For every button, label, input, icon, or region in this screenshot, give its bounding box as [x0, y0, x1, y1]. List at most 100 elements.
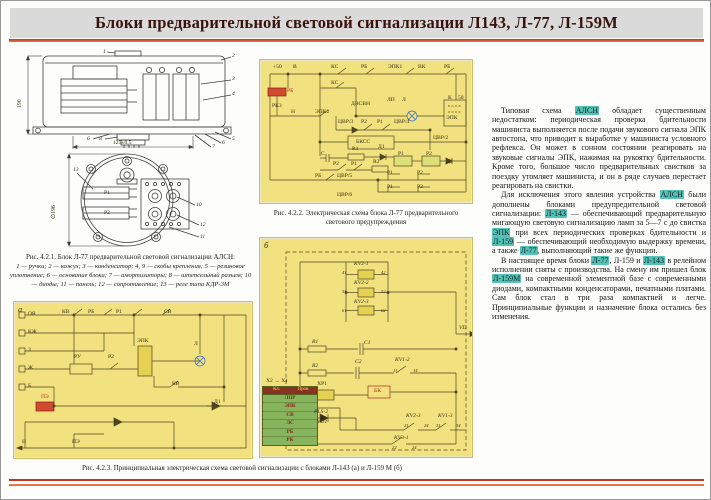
schematic-label: 41 — [342, 270, 347, 275]
schematic-label: Л — [402, 97, 406, 103]
schematic-label: ЭПК2 — [315, 109, 330, 115]
schematic-label: КС — [331, 64, 339, 70]
schematic-label: 34 — [456, 423, 461, 428]
schematic-label: Р2 — [333, 161, 339, 167]
connector-title: Х2 → Х1 — [266, 378, 289, 384]
schematic-label: R2 — [373, 159, 380, 165]
schematic-label: 21 — [404, 423, 409, 428]
title-band: Блоки предварительной световой сигнализа… — [10, 8, 703, 38]
schematic-label: Р1 — [104, 190, 110, 196]
schematic-label: РБ — [315, 173, 322, 179]
schematic-label: ЛП — [387, 97, 395, 103]
schematic-label: 7 — [212, 144, 215, 150]
schematic-label: Б — [28, 383, 32, 389]
schematic-label: 24 — [424, 423, 429, 428]
figure-422-caption: Рис. 4.2.2. Электрическая схема блока Л-… — [273, 209, 459, 227]
schematic-label: ЭПК — [446, 115, 458, 121]
schematic-label: ЦВР/6 — [337, 192, 353, 198]
schematic-label: 5 — [232, 136, 235, 142]
article-paragraph: Типовая схема АЛСН обладает существенным… — [492, 106, 706, 190]
schematic-label: VD — [459, 325, 467, 331]
schematic-label: 12 — [200, 222, 206, 228]
schematic-label: ∅196 — [51, 205, 57, 219]
schematic-label: КЖ — [28, 329, 37, 335]
schematic-label: КВ — [172, 381, 180, 387]
schematic-label: б — [264, 240, 269, 250]
schematic-label: БК — [374, 388, 381, 394]
schematic-label: Д1 — [214, 399, 221, 405]
schematic-label: 42 — [381, 270, 386, 275]
schematic-label: Р2 — [104, 210, 110, 216]
connector-col2: Пров. — [297, 387, 310, 392]
schematic-label: 11 — [393, 368, 398, 373]
schematic-label: ЭПК1 — [388, 64, 403, 70]
connector-row: РБ — [263, 429, 317, 438]
schematic-label: R1 — [312, 339, 319, 345]
schematic-label: Р2 — [426, 151, 432, 157]
schematic-label: ХР1 — [317, 381, 327, 387]
figure-423-caption: Рис. 4.2.3. Принципиальная электрическая… — [82, 464, 402, 472]
schematic-label: KV2-2 — [354, 280, 369, 286]
schematic-label: 4 — [232, 91, 235, 97]
schematic-label: Н — [22, 439, 27, 445]
schematic-label: КВ — [62, 309, 70, 315]
schematic-label: Р1 — [387, 170, 393, 176]
schematic-label: Л — [194, 341, 198, 347]
schematic-label: РБ — [361, 64, 368, 70]
schematic-label: ЭПК — [137, 338, 149, 344]
schematic-label: C2 — [355, 359, 362, 365]
schematic-label: VD1 — [317, 419, 328, 425]
schematic-label: С — [321, 151, 325, 157]
bottom-rule — [9, 479, 704, 486]
schematic-label: РБ — [88, 309, 95, 315]
schematic-label: 190 — [17, 99, 23, 108]
schematic-l143-linework — [16, 308, 247, 451]
schematic-label: В — [293, 64, 297, 70]
schematic-label: 22 — [392, 445, 397, 450]
schematic-label: Р1 — [387, 184, 393, 190]
schematic-label: KV1-2 — [395, 357, 410, 363]
schematic-label: 125±0,5 — [113, 140, 132, 146]
schematic-label: КС — [331, 80, 339, 86]
schematic-label: РК3 — [272, 103, 282, 109]
schematic-label: З — [28, 347, 31, 353]
schematic-label: РБ — [444, 64, 451, 70]
schematic-label: KV2-3 — [354, 299, 369, 305]
schematic-label: R2 — [312, 363, 319, 369]
schematic-label: Р1 — [351, 161, 357, 167]
schematic-label: ЦВР/3 — [338, 119, 354, 125]
schematic-label: C1 — [364, 340, 371, 346]
schematic-label: Р2 — [108, 354, 114, 360]
figure-421-legend: 1 — ручки; 2 — кожух; 3 — конденсатор; 4… — [9, 263, 252, 288]
schematic-label: Н — [291, 109, 296, 115]
schematic-label: ПЭ — [72, 439, 80, 445]
schematic-l77-linework — [267, 67, 468, 193]
connector-row: РК — [286, 437, 294, 444]
connector-row: СВ — [263, 412, 317, 421]
page-title: Блоки предварительной световой сигнализа… — [95, 13, 618, 32]
schematic-label: 11 — [200, 234, 206, 240]
schematic-label: +50 — [273, 64, 282, 70]
schematic-label: 1 — [103, 49, 106, 55]
connector-row: ЛС — [263, 420, 317, 429]
schematic-label: 14 — [413, 368, 418, 373]
schematic-label: 13 — [73, 167, 79, 173]
block-top-view-linework — [25, 50, 232, 150]
connector-header: Кл. Пров. — [263, 387, 317, 395]
schematic-label: РБ — [287, 88, 294, 94]
schematic-label: KV2-3 — [406, 413, 421, 419]
article-text: Типовая схема АЛСН обладает существенным… — [492, 106, 706, 321]
schematic-label: 61 — [342, 308, 347, 313]
schematic-label: Р2 — [417, 170, 423, 176]
schematic-label: Д2 — [446, 159, 453, 165]
schematic-label: БКСС — [356, 139, 371, 145]
schematic-label: Ж — [28, 365, 34, 371]
